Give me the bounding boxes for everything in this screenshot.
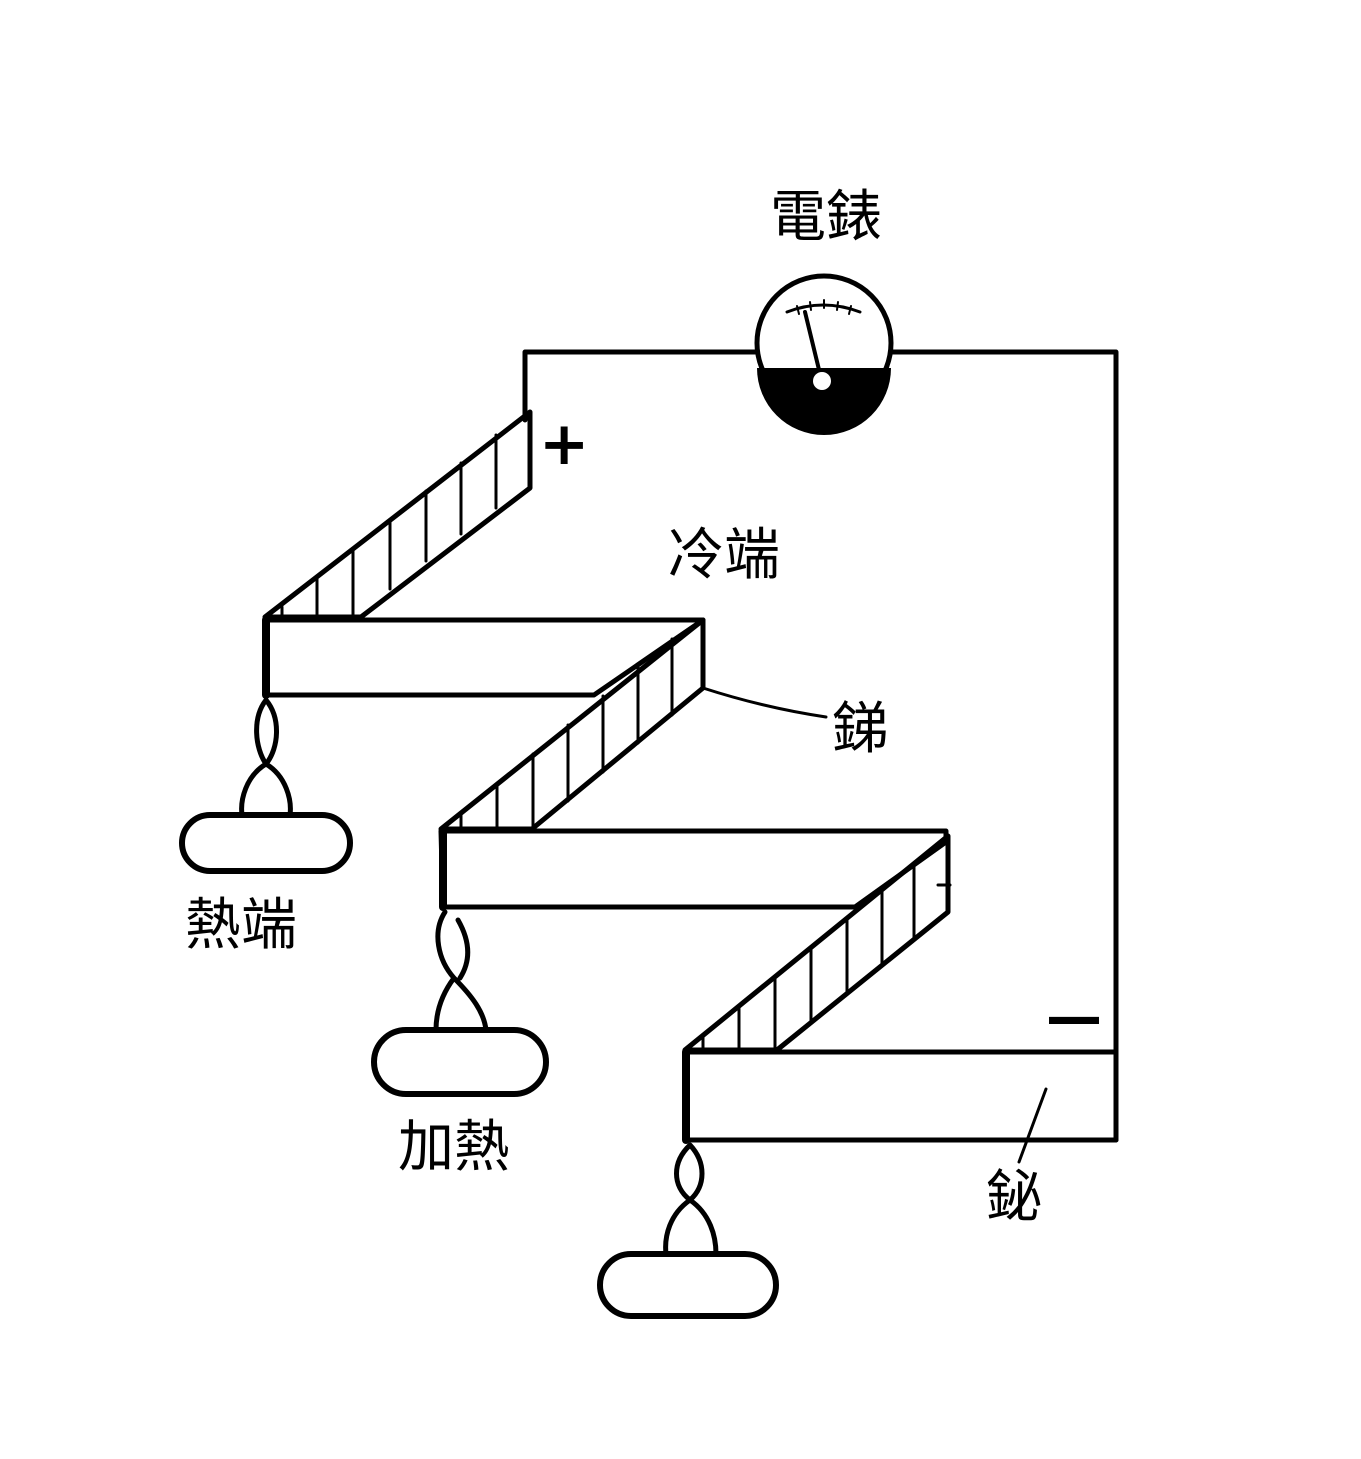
burner-icon [371, 1027, 549, 1097]
burner-icon [597, 1251, 779, 1319]
negative-terminal-sign: — [1046, 985, 1102, 1050]
bismuth-leg-2 [438, 828, 949, 910]
positive-terminal-sign: + [539, 409, 590, 479]
heating-label: 加熱 [398, 1115, 510, 1180]
flame-icon [239, 697, 293, 818]
hot-end-label: 熱端 [185, 893, 297, 958]
antimony-leg-3 [682, 833, 952, 1053]
bismuth-leg-3 [682, 1049, 1119, 1143]
circuit-wire [522, 349, 1119, 1143]
antimony-leg-1 [262, 409, 533, 620]
bismuth-label: 鉍 [986, 1165, 1042, 1230]
bismuth-leader-line [1017, 1087, 1048, 1164]
cold-end-label: 冷端 [668, 523, 780, 588]
antimony-leader-line [701, 686, 828, 719]
flame-icon [663, 1142, 719, 1257]
burner-icon [179, 812, 353, 874]
galvanometer-label: 電錶 [770, 185, 882, 250]
flame-icon [433, 909, 489, 1033]
antimony-label: 銻 [832, 697, 888, 762]
galvanometer-icon [754, 273, 894, 435]
antimony-leg-2 [438, 617, 706, 832]
